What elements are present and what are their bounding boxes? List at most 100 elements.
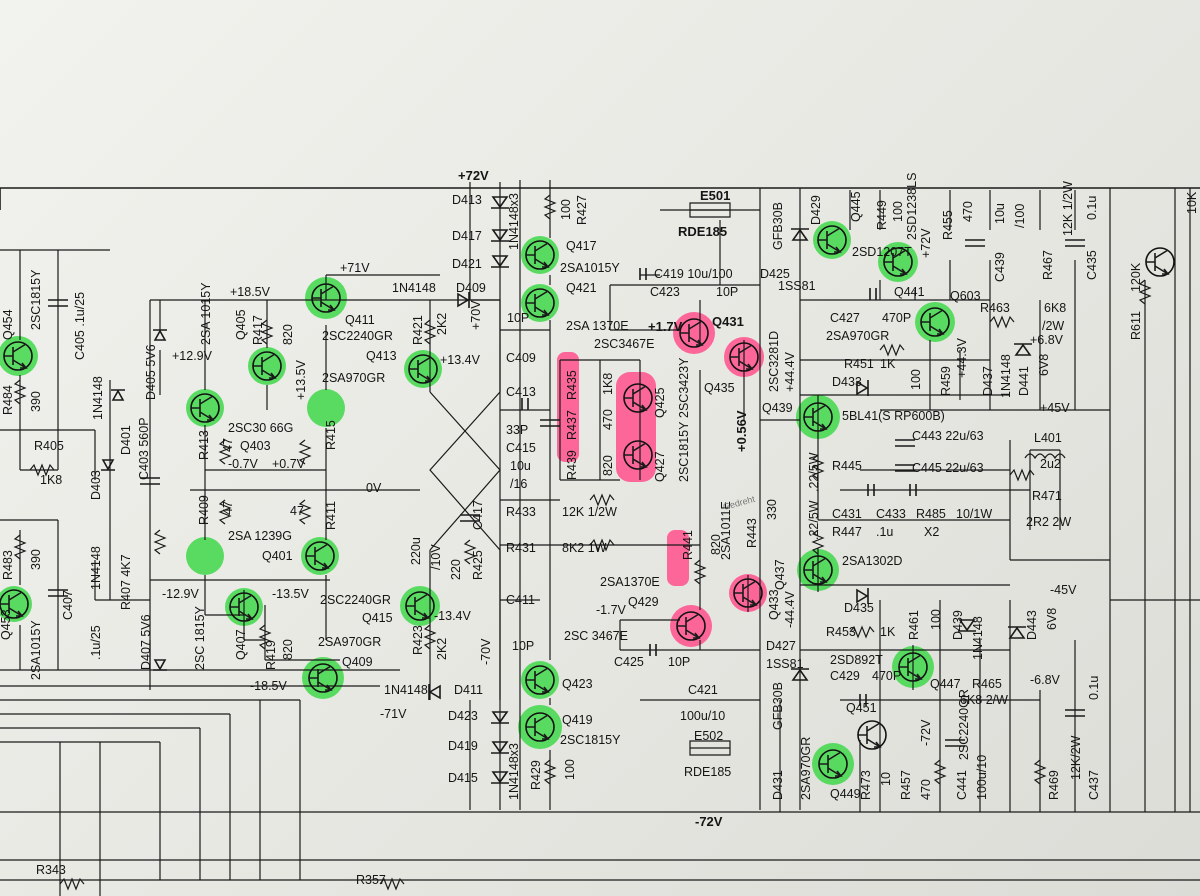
diode-d409 (457, 292, 470, 308)
transistor-q423 (525, 665, 555, 695)
label-d441: D441 (1017, 366, 1031, 396)
wiring (0, 180, 1200, 896)
transistor-leads (526, 667, 550, 693)
label-q447-ref: Q441 (894, 285, 925, 299)
capacitor-c425 (649, 644, 657, 656)
label-q401-part: 2SA 1239G (228, 529, 292, 543)
label-d417: D417 (452, 229, 482, 243)
resistor-r431 (589, 538, 615, 552)
label-d415: D415 (448, 771, 478, 785)
label-q429-ref: Q429 (628, 595, 659, 609)
transistor-leads (858, 722, 882, 748)
label-r419: R419 (264, 640, 278, 670)
label-10u-b: 10u (993, 203, 1007, 224)
label-q423-ref: Q423 (562, 677, 593, 691)
label-6v8b: 6V8 (1045, 608, 1059, 630)
rail-p0-56: +0.56V (734, 410, 749, 452)
label-c411: C411 (506, 593, 535, 607)
rail-m71: -71V (380, 707, 407, 721)
label-c419: C419 10u/100 (654, 267, 733, 281)
label-q423-part: 2SC 3467E (564, 629, 628, 643)
resistor-r483 (13, 534, 27, 560)
transistor-leads (191, 395, 215, 421)
rail-m72: -72V (695, 814, 723, 829)
resistor-r427 (543, 194, 557, 220)
highlight-q409 (302, 657, 344, 699)
transistor-leads (884, 249, 908, 275)
label-r417: R417 (251, 315, 265, 345)
label-100e: 100 (929, 609, 943, 630)
label-1n4148e: 1N4148 (999, 354, 1013, 398)
label-330: 330 (765, 499, 779, 520)
label-r483: R483 (1, 550, 15, 580)
transistor-q603 (1145, 247, 1175, 277)
rail-p72b: +72V (919, 228, 933, 258)
label-r357: R357 (356, 873, 386, 887)
resistor-r419 (258, 624, 272, 650)
transistor-leads (677, 613, 701, 639)
label-c407: C407 (61, 590, 75, 620)
label-1n4148c: 1N4148 (392, 281, 436, 295)
label-2k2b: 2K2 (435, 638, 449, 660)
label-c445: C445 22u/63 (912, 461, 984, 475)
label-820a: 820 (281, 324, 295, 345)
rail-m70: -70V (479, 638, 493, 665)
label-s16: /16 (510, 477, 527, 491)
transistor-leads (253, 353, 277, 379)
label-r485: R485 (916, 507, 946, 521)
label-c441: C441 (955, 770, 969, 800)
label-r443: R443 (745, 518, 759, 548)
rail-p6-8: +6.8V (1030, 333, 1064, 347)
label-d429: D429 (809, 195, 823, 225)
capacitor-c417 (460, 514, 480, 522)
highlight-r435-r439 (557, 352, 579, 462)
label-q419-part: 2SC1815Y (560, 733, 621, 747)
inductor-l401 (1024, 453, 1066, 460)
label-470c: 470 (919, 779, 933, 800)
resistor-r463 (989, 315, 1015, 329)
transistor-leads (818, 227, 842, 253)
label-l401: L401 (1034, 431, 1062, 445)
transistor-q425 (623, 383, 653, 413)
label-q449-part: 2SD892T (830, 653, 883, 667)
label-6v8: 6V8 (1037, 354, 1051, 376)
transistor-leads (819, 751, 843, 777)
label-d411: D411 (454, 683, 483, 697)
label-120k: 120K (1129, 262, 1143, 292)
label-q401-ref: Q401 (262, 549, 293, 563)
label-820c: 820 (601, 455, 615, 476)
transistor-leads (526, 290, 550, 316)
rail-m18-5: -18.5V (250, 679, 287, 693)
label-d405: D405 5V6 (144, 344, 158, 400)
label-470pb: 470P (872, 669, 901, 683)
label-q427-ref: Q427 (653, 451, 667, 482)
resistor-r415 (298, 439, 312, 465)
capacitor-c405 (48, 299, 68, 307)
resistor-r357 (379, 877, 405, 891)
label-c415: C415 (506, 441, 536, 455)
label-c431: C431 (832, 507, 862, 521)
transistor-leads (899, 654, 923, 680)
diode-d443 (1008, 626, 1026, 639)
transistor-q409 (308, 663, 338, 693)
label-r455: R455 (941, 210, 955, 240)
label-q413-ref: Q413 (366, 349, 397, 363)
label-6k8: 6K8 (1044, 301, 1066, 315)
label-q403-ref: Q403 (240, 439, 271, 453)
label-1ss81b: 1SS81 (766, 657, 804, 671)
transistor-leads (526, 242, 550, 268)
label-q427-part: 2SC1815Y (677, 421, 691, 482)
resistor-r441 (693, 559, 707, 585)
label-r471: R471 (1032, 489, 1062, 503)
label-rde185b: RDE185 (684, 765, 731, 779)
transistor-q454 (3, 341, 33, 371)
transistor-q421 (525, 288, 555, 318)
label-1n4148b: 1N4148 (89, 546, 103, 590)
rail-m13-4: -13.4V (434, 609, 471, 623)
label-gfb30ba: GFB30B (771, 202, 785, 250)
capacitor-c429 (859, 694, 867, 706)
transistor-q447 (883, 247, 913, 277)
highlight-q431 (673, 312, 715, 354)
label-r421: R421 (411, 315, 425, 345)
transistor-q411 (311, 283, 341, 313)
